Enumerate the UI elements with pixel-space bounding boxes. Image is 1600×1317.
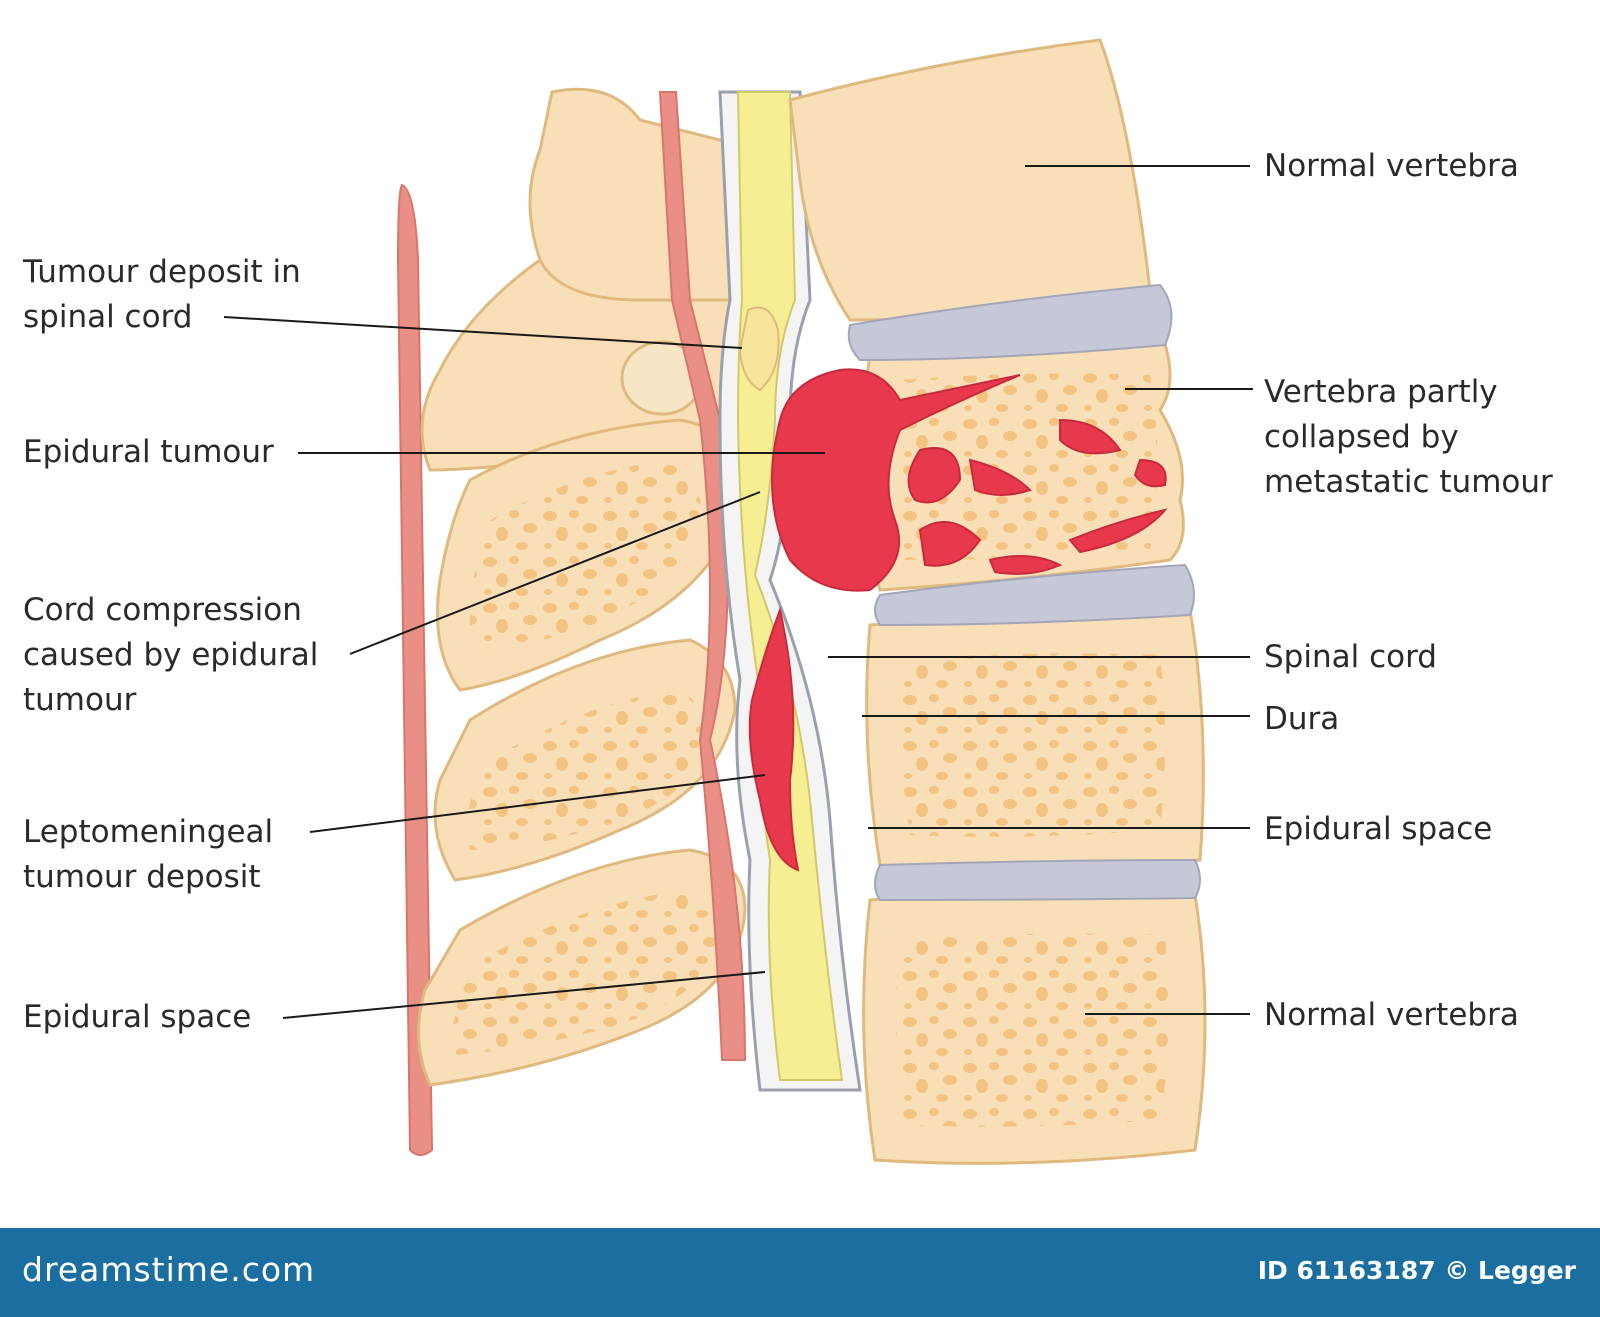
label-line: Epidural space	[1264, 811, 1493, 847]
image-credit: ID 61163187 © Legger	[1257, 1256, 1576, 1285]
vertebra-texture	[896, 373, 1169, 1127]
label-line: Vertebra partly	[1264, 374, 1498, 410]
label-epidural-tumour: Epidural tumour	[23, 430, 274, 475]
metastatic-tumour	[771, 368, 1168, 592]
label-line: spinal cord	[23, 299, 193, 335]
ligament-strip	[396, 183, 434, 1156]
label-line: Leptomeningeal	[23, 814, 274, 850]
label-normal-vertebra-bottom: Normal vertebra	[1264, 993, 1519, 1038]
label-line: Epidural tumour	[23, 434, 274, 470]
label-spinal-cord: Spinal cord	[1264, 635, 1437, 680]
ligamentum-flavum	[658, 91, 747, 1061]
label-epidural-space-right: Epidural space	[1264, 807, 1492, 852]
label-line: metastatic tumour	[1264, 464, 1553, 500]
label-line: collapsed by	[1264, 419, 1459, 455]
label-line: Epidural space	[23, 999, 252, 1035]
label-tumour-deposit-in-cord: Tumour deposit in spinal cord	[23, 250, 301, 340]
discs	[847, 283, 1201, 902]
label-epidural-space-left: Epidural space	[23, 995, 251, 1040]
spine-diagram	[223, 38, 1253, 1165]
footer-bar: dreamstime.com ID 61163187 © Legger	[0, 1228, 1600, 1317]
leptomeningeal-tumour	[748, 606, 800, 872]
label-line: Tumour deposit in	[23, 254, 301, 290]
label-vertebra-partly-collapsed: Vertebra partly collapsed by metastatic …	[1264, 370, 1553, 505]
spinous-texture	[452, 460, 718, 1055]
label-line: tumour	[23, 682, 137, 718]
label-cord-compression: Cord compression caused by epidural tumo…	[23, 588, 318, 723]
vertebra-top	[788, 38, 1152, 322]
label-line: caused by epidural	[23, 637, 319, 673]
label-normal-vertebra-top: Normal vertebra	[1264, 144, 1519, 189]
label-line: Dura	[1264, 701, 1340, 737]
label-line: Spinal cord	[1264, 639, 1437, 675]
label-line: Normal vertebra	[1264, 148, 1519, 184]
cord-tumour-deposit	[738, 306, 780, 392]
label-leptomeningeal: Leptomeningeal tumour deposit	[23, 810, 273, 900]
label-dura: Dura	[1264, 697, 1339, 742]
label-line: Normal vertebra	[1264, 997, 1519, 1033]
label-line: Cord compression	[23, 592, 302, 628]
brand-logo[interactable]: dreamstime.com	[22, 1250, 316, 1289]
leader-lines	[223, 165, 1253, 1019]
label-line: tumour deposit	[23, 859, 261, 895]
